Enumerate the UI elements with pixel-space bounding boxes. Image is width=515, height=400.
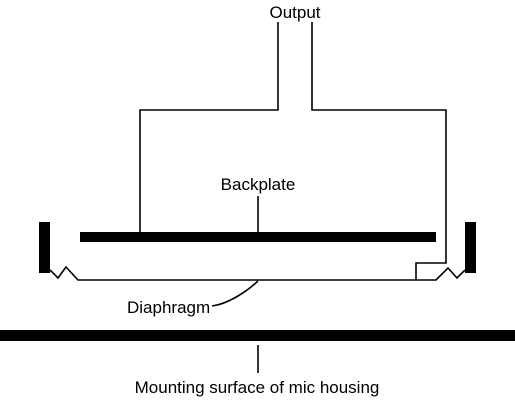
diaphragm-leader-line (211, 280, 259, 307)
output-wire-diaphragm (311, 22, 447, 280)
backplate (80, 232, 436, 242)
backplate-label: Backplate (221, 175, 296, 194)
left-housing-post (39, 222, 50, 273)
output-label: Output (269, 3, 320, 22)
diaphragm-label: Diaphragm (127, 298, 210, 317)
diaphragm (49, 265, 466, 281)
mounting-surface-label: Mounting surface of mic housing (135, 378, 380, 397)
output-wire-backplate (139, 22, 279, 236)
right-housing-post (465, 222, 476, 273)
mounting-surface (0, 330, 515, 341)
